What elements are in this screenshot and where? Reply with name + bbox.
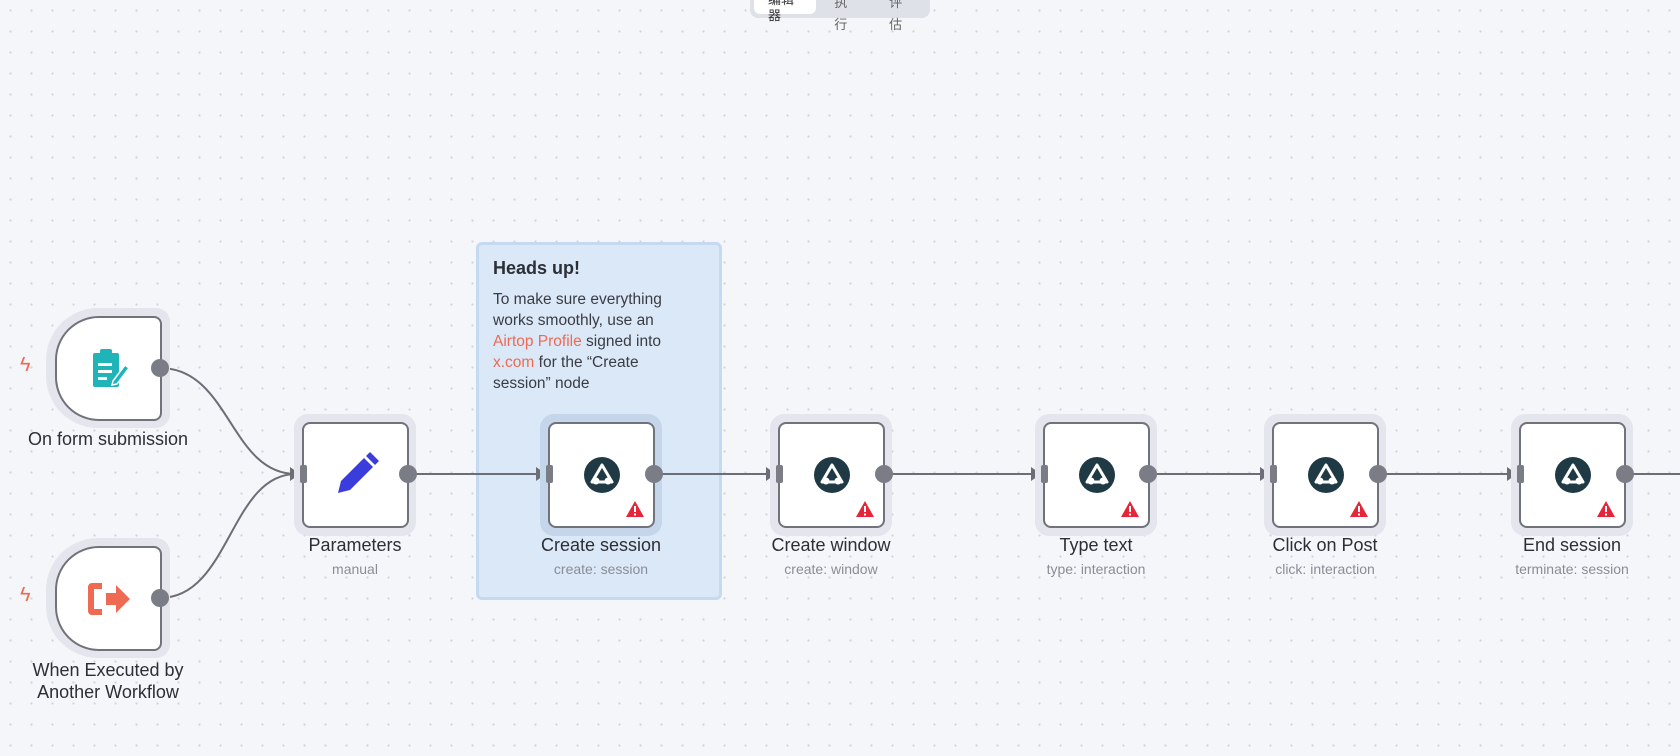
warning-icon[interactable] <box>625 500 645 518</box>
trigger-bolt-icon: ϟ <box>20 354 31 376</box>
node-type-text[interactable] <box>1043 422 1150 528</box>
node-label: Create session <box>540 535 662 555</box>
form-icon <box>92 348 130 387</box>
input-port[interactable] <box>546 465 553 483</box>
node-parameters[interactable] <box>302 422 409 528</box>
airtop-icon <box>1307 457 1344 493</box>
node-subtitle: type: interaction <box>1046 561 1146 577</box>
output-port[interactable] <box>151 589 169 607</box>
node-subtitle: manual <box>332 561 378 577</box>
airtop-icon <box>583 457 620 493</box>
warning-icon[interactable] <box>855 500 875 518</box>
node-label: End session <box>1522 535 1622 555</box>
node-label: When Executed by Another Workflow <box>32 660 184 702</box>
output-port[interactable] <box>1139 465 1157 483</box>
sticky-note[interactable]: Heads up! To make sure everything works … <box>476 242 722 600</box>
node-label: Click on Post <box>1272 535 1378 555</box>
output-port[interactable] <box>1369 465 1387 483</box>
node-click-on-post[interactable] <box>1272 422 1379 528</box>
output-port[interactable] <box>399 465 417 483</box>
node-subtitle: create: session <box>553 561 649 577</box>
view-tabs: 编辑器 执行 评估 <box>750 0 930 32</box>
node-label: Parameters <box>308 535 402 555</box>
trigger-bolt-icon: ϟ <box>20 584 31 606</box>
node-subtitle: click: interaction <box>1275 561 1375 577</box>
sticky-title: Heads up! <box>493 258 581 278</box>
node-label: Create window <box>771 535 891 555</box>
warning-icon[interactable] <box>1120 500 1140 518</box>
tab-editor[interactable]: 编辑器 <box>754 0 817 23</box>
warning-icon[interactable] <box>1596 500 1616 518</box>
node-label: Type text <box>1059 535 1133 555</box>
input-port[interactable] <box>1041 465 1048 483</box>
sign-in-icon <box>87 582 130 615</box>
airtop-icon <box>1078 457 1115 493</box>
input-port[interactable] <box>1270 465 1277 483</box>
node-end-session[interactable] <box>1519 422 1626 528</box>
wire-exec-to-parameters <box>159 473 297 599</box>
airtop-icon <box>1554 457 1591 493</box>
tab-evaluations[interactable]: 评估 <box>889 0 903 32</box>
x-com-link[interactable]: x.com <box>493 354 535 371</box>
sticky-text: To make sure everything works smoothly, … <box>493 291 662 392</box>
node-subtitle: create: window <box>784 561 878 577</box>
wire-form-to-parameters <box>159 367 297 475</box>
output-port[interactable] <box>151 359 169 377</box>
node-label: On form submission <box>27 429 189 449</box>
node-when-executed-by-another-workflow[interactable] <box>55 546 162 651</box>
warning-icon[interactable] <box>1349 500 1369 518</box>
pencil-icon <box>337 452 379 493</box>
node-create-window[interactable] <box>778 422 885 528</box>
output-port[interactable] <box>875 465 893 483</box>
node-create-session[interactable] <box>548 422 655 528</box>
output-port[interactable] <box>1616 465 1634 483</box>
airtop-profile-link[interactable]: Airtop Profile <box>493 333 582 350</box>
node-subtitle: terminate: session <box>1515 561 1629 577</box>
node-on-form-submission[interactable] <box>55 316 162 421</box>
output-port[interactable] <box>645 465 663 483</box>
input-port[interactable] <box>776 465 783 483</box>
input-port[interactable] <box>300 465 307 483</box>
input-port[interactable] <box>1517 465 1524 483</box>
airtop-icon <box>813 457 850 493</box>
tab-executions[interactable]: 执行 <box>834 0 848 32</box>
